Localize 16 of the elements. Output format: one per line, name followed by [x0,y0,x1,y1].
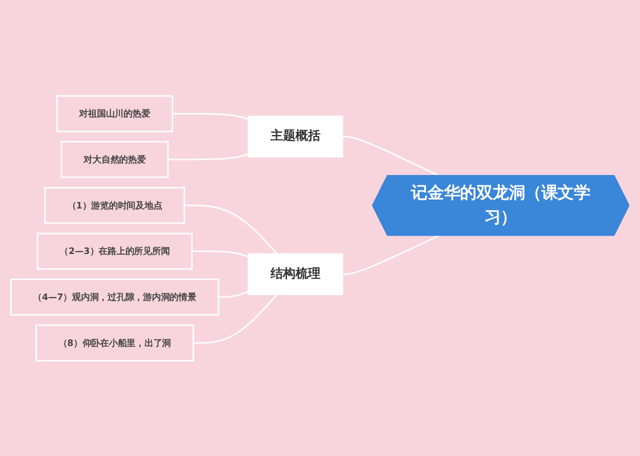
connector [168,153,248,160]
connector [193,294,278,344]
node-box: （2—3）在路上的所见所闻 [36,232,193,270]
connector [218,290,248,298]
connector [342,136,440,176]
node-box: 主题概括 [248,115,344,158]
connector [192,250,248,258]
node-box: （4—7）观内洞，过孔隙，游内洞的情景 [10,278,220,316]
connector [184,204,278,254]
node-box: （1）游览的时间及地点 [44,186,186,224]
node-box: 结构梳理 [248,252,344,295]
node-box: （8）仰卧在小船里，出了洞 [35,324,194,362]
node-box: 对祖国山川的热爱 [56,94,174,132]
connector [172,112,248,120]
connector [342,234,440,275]
node-box: 对大自然的热爱 [60,140,169,178]
